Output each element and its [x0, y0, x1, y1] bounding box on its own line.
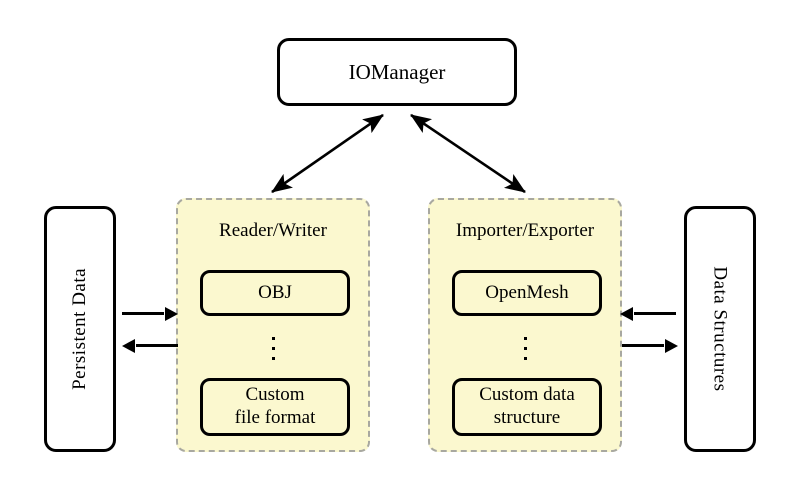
data-structures-label: Data Structures [709, 266, 731, 392]
node-data-structures[interactable]: Data Structures [684, 206, 756, 452]
arrow-importer-to-datastruct [622, 344, 664, 347]
node-persistent-data[interactable]: Persistent Data [44, 206, 116, 452]
group-reader-writer[interactable]: Reader/Writer OBJ Custom file format [176, 198, 370, 452]
arrow-persistent-to-reader [122, 312, 164, 315]
custom-data-structure-line2: structure [493, 407, 561, 428]
node-custom-data-structure[interactable]: Custom data structure [452, 378, 602, 436]
group-reader-writer-title: Reader/Writer [219, 220, 327, 241]
ellipsis-dot [523, 336, 527, 340]
arrow-reader-to-persistent [136, 344, 178, 347]
group-importer-exporter-title: Importer/Exporter [455, 220, 595, 241]
reader-writer-ellipsis [178, 328, 368, 368]
importer-exporter-ellipsis [430, 328, 620, 368]
ellipsis-dot [271, 346, 275, 350]
node-custom-file-format-label: Custom file format [235, 384, 316, 430]
ellipsis-dot [271, 336, 275, 340]
node-obj-label: OBJ [258, 281, 292, 303]
arrow-datastruct-to-importer [634, 312, 676, 315]
node-custom-file-format[interactable]: Custom file format [200, 378, 350, 436]
custom-data-structure-line1: Custom data [479, 384, 575, 406]
custom-file-format-line2: file format [234, 407, 316, 428]
persistent-data-label: Persistent Data [69, 267, 91, 391]
arrow-manager-reader [271, 113, 384, 194]
node-openmesh-label: OpenMesh [485, 281, 569, 303]
custom-file-format-line1: Custom [245, 384, 305, 406]
node-openmesh[interactable]: OpenMesh [452, 270, 602, 316]
ellipsis-dot [523, 356, 527, 360]
node-custom-data-structure-label: Custom data structure [479, 384, 575, 430]
node-io-manager[interactable]: IOManager [277, 38, 517, 106]
ellipsis-dot [523, 346, 527, 350]
node-obj[interactable]: OBJ [200, 270, 350, 316]
ellipsis-dot [271, 356, 275, 360]
arrow-manager-importer [410, 113, 526, 194]
group-importer-exporter[interactable]: Importer/Exporter OpenMesh Custom data s… [428, 198, 622, 452]
io-manager-label: IOManager [348, 59, 446, 84]
